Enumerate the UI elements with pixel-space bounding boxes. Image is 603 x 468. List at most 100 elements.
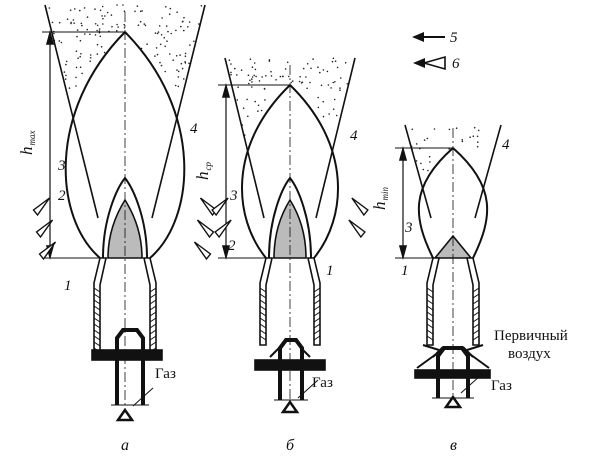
dot	[184, 62, 187, 64]
dot	[172, 59, 174, 61]
dot	[94, 34, 97, 36]
caption-a: а	[121, 437, 129, 454]
dot	[340, 77, 342, 79]
hollow-arrow-icon	[413, 55, 446, 71]
part-label-3: 3	[404, 220, 413, 236]
dot	[327, 84, 330, 86]
dot	[477, 141, 479, 143]
hatch	[313, 287, 321, 293]
dot	[164, 45, 166, 48]
dot	[180, 25, 182, 28]
hollow-arrow-icon	[211, 197, 229, 217]
dot	[200, 5, 203, 7]
dot	[89, 33, 91, 36]
legend: 5 6	[412, 30, 460, 72]
gas-inlet-triangle-icon	[280, 399, 300, 414]
dot	[84, 33, 86, 35]
part-label-2: 2	[228, 238, 236, 254]
dot	[65, 74, 67, 77]
dot	[320, 84, 323, 87]
hatch	[259, 323, 267, 329]
dot	[257, 104, 260, 107]
dot	[182, 20, 184, 23]
dot	[177, 85, 180, 88]
dot	[284, 68, 287, 70]
part-label-2: 2	[58, 188, 66, 204]
dot	[65, 63, 67, 66]
dot	[258, 80, 261, 82]
dot	[184, 52, 187, 55]
dot	[179, 54, 181, 56]
gas-inlet-triangle-icon	[115, 407, 135, 422]
dot	[193, 40, 195, 43]
dot	[472, 135, 475, 137]
dot	[339, 87, 341, 89]
dot	[81, 24, 83, 27]
dot	[77, 57, 79, 59]
dot	[332, 57, 335, 60]
height-label-avg: hср	[193, 162, 213, 180]
dot	[236, 74, 238, 76]
hatch	[472, 305, 480, 311]
gas-nozzle	[115, 328, 145, 405]
hatch	[426, 323, 434, 329]
hatch	[149, 305, 157, 311]
dot	[98, 28, 101, 30]
dot	[75, 66, 78, 69]
caption-b: б	[286, 437, 295, 454]
solid-arrow-icon	[412, 32, 445, 42]
dot	[448, 148, 451, 150]
hatch	[259, 317, 267, 323]
dot	[79, 39, 82, 42]
dim-arrowhead	[221, 245, 231, 261]
solid-arrow-icon	[432, 346, 444, 358]
dot	[251, 66, 254, 68]
solid-arrow-icon	[462, 346, 474, 358]
dot	[420, 162, 422, 165]
hatch	[426, 311, 434, 317]
hollow-arrow-icon	[32, 197, 51, 217]
dot	[253, 74, 255, 77]
dot	[181, 67, 184, 70]
panel-c: hmin 3 1 4 Первичный воздух Газ в	[370, 137, 568, 454]
dot	[79, 9, 81, 12]
dot	[247, 74, 250, 76]
hatch	[259, 311, 267, 317]
dot	[75, 76, 77, 79]
hatch	[426, 299, 434, 305]
hatch	[93, 317, 101, 323]
hatch	[472, 329, 480, 335]
part-label-4: 4	[502, 137, 510, 153]
gas-nozzle	[436, 346, 470, 398]
dot	[279, 75, 282, 78]
hollow-arrow-icon	[35, 219, 54, 239]
dot	[230, 73, 232, 76]
dot	[251, 76, 254, 78]
part-label-3: 3	[57, 158, 66, 174]
dot	[159, 43, 162, 46]
primary-air-label-line1: Первичный	[494, 328, 568, 344]
dot	[270, 70, 272, 73]
dot	[160, 64, 163, 67]
secondary-combustion-zone-dots	[48, 4, 480, 172]
dot	[157, 31, 160, 33]
hatch	[259, 287, 267, 293]
hatch	[259, 299, 267, 305]
outer-cone-lines	[44, 4, 206, 219]
dot	[455, 127, 458, 129]
dot	[310, 67, 312, 70]
hatch	[313, 305, 321, 311]
gas-label: Газ	[312, 375, 333, 391]
dot	[58, 21, 61, 24]
dot	[123, 27, 126, 29]
dot	[144, 24, 147, 27]
hatch	[313, 323, 321, 329]
dot	[428, 155, 431, 158]
dot	[251, 81, 253, 83]
panel-b: hср 3 2 1 4 Газ б	[193, 128, 358, 454]
burner-tube-wall	[93, 257, 107, 356]
dot	[309, 81, 311, 84]
dot	[96, 53, 99, 55]
dot	[96, 29, 98, 32]
dot	[158, 25, 161, 27]
